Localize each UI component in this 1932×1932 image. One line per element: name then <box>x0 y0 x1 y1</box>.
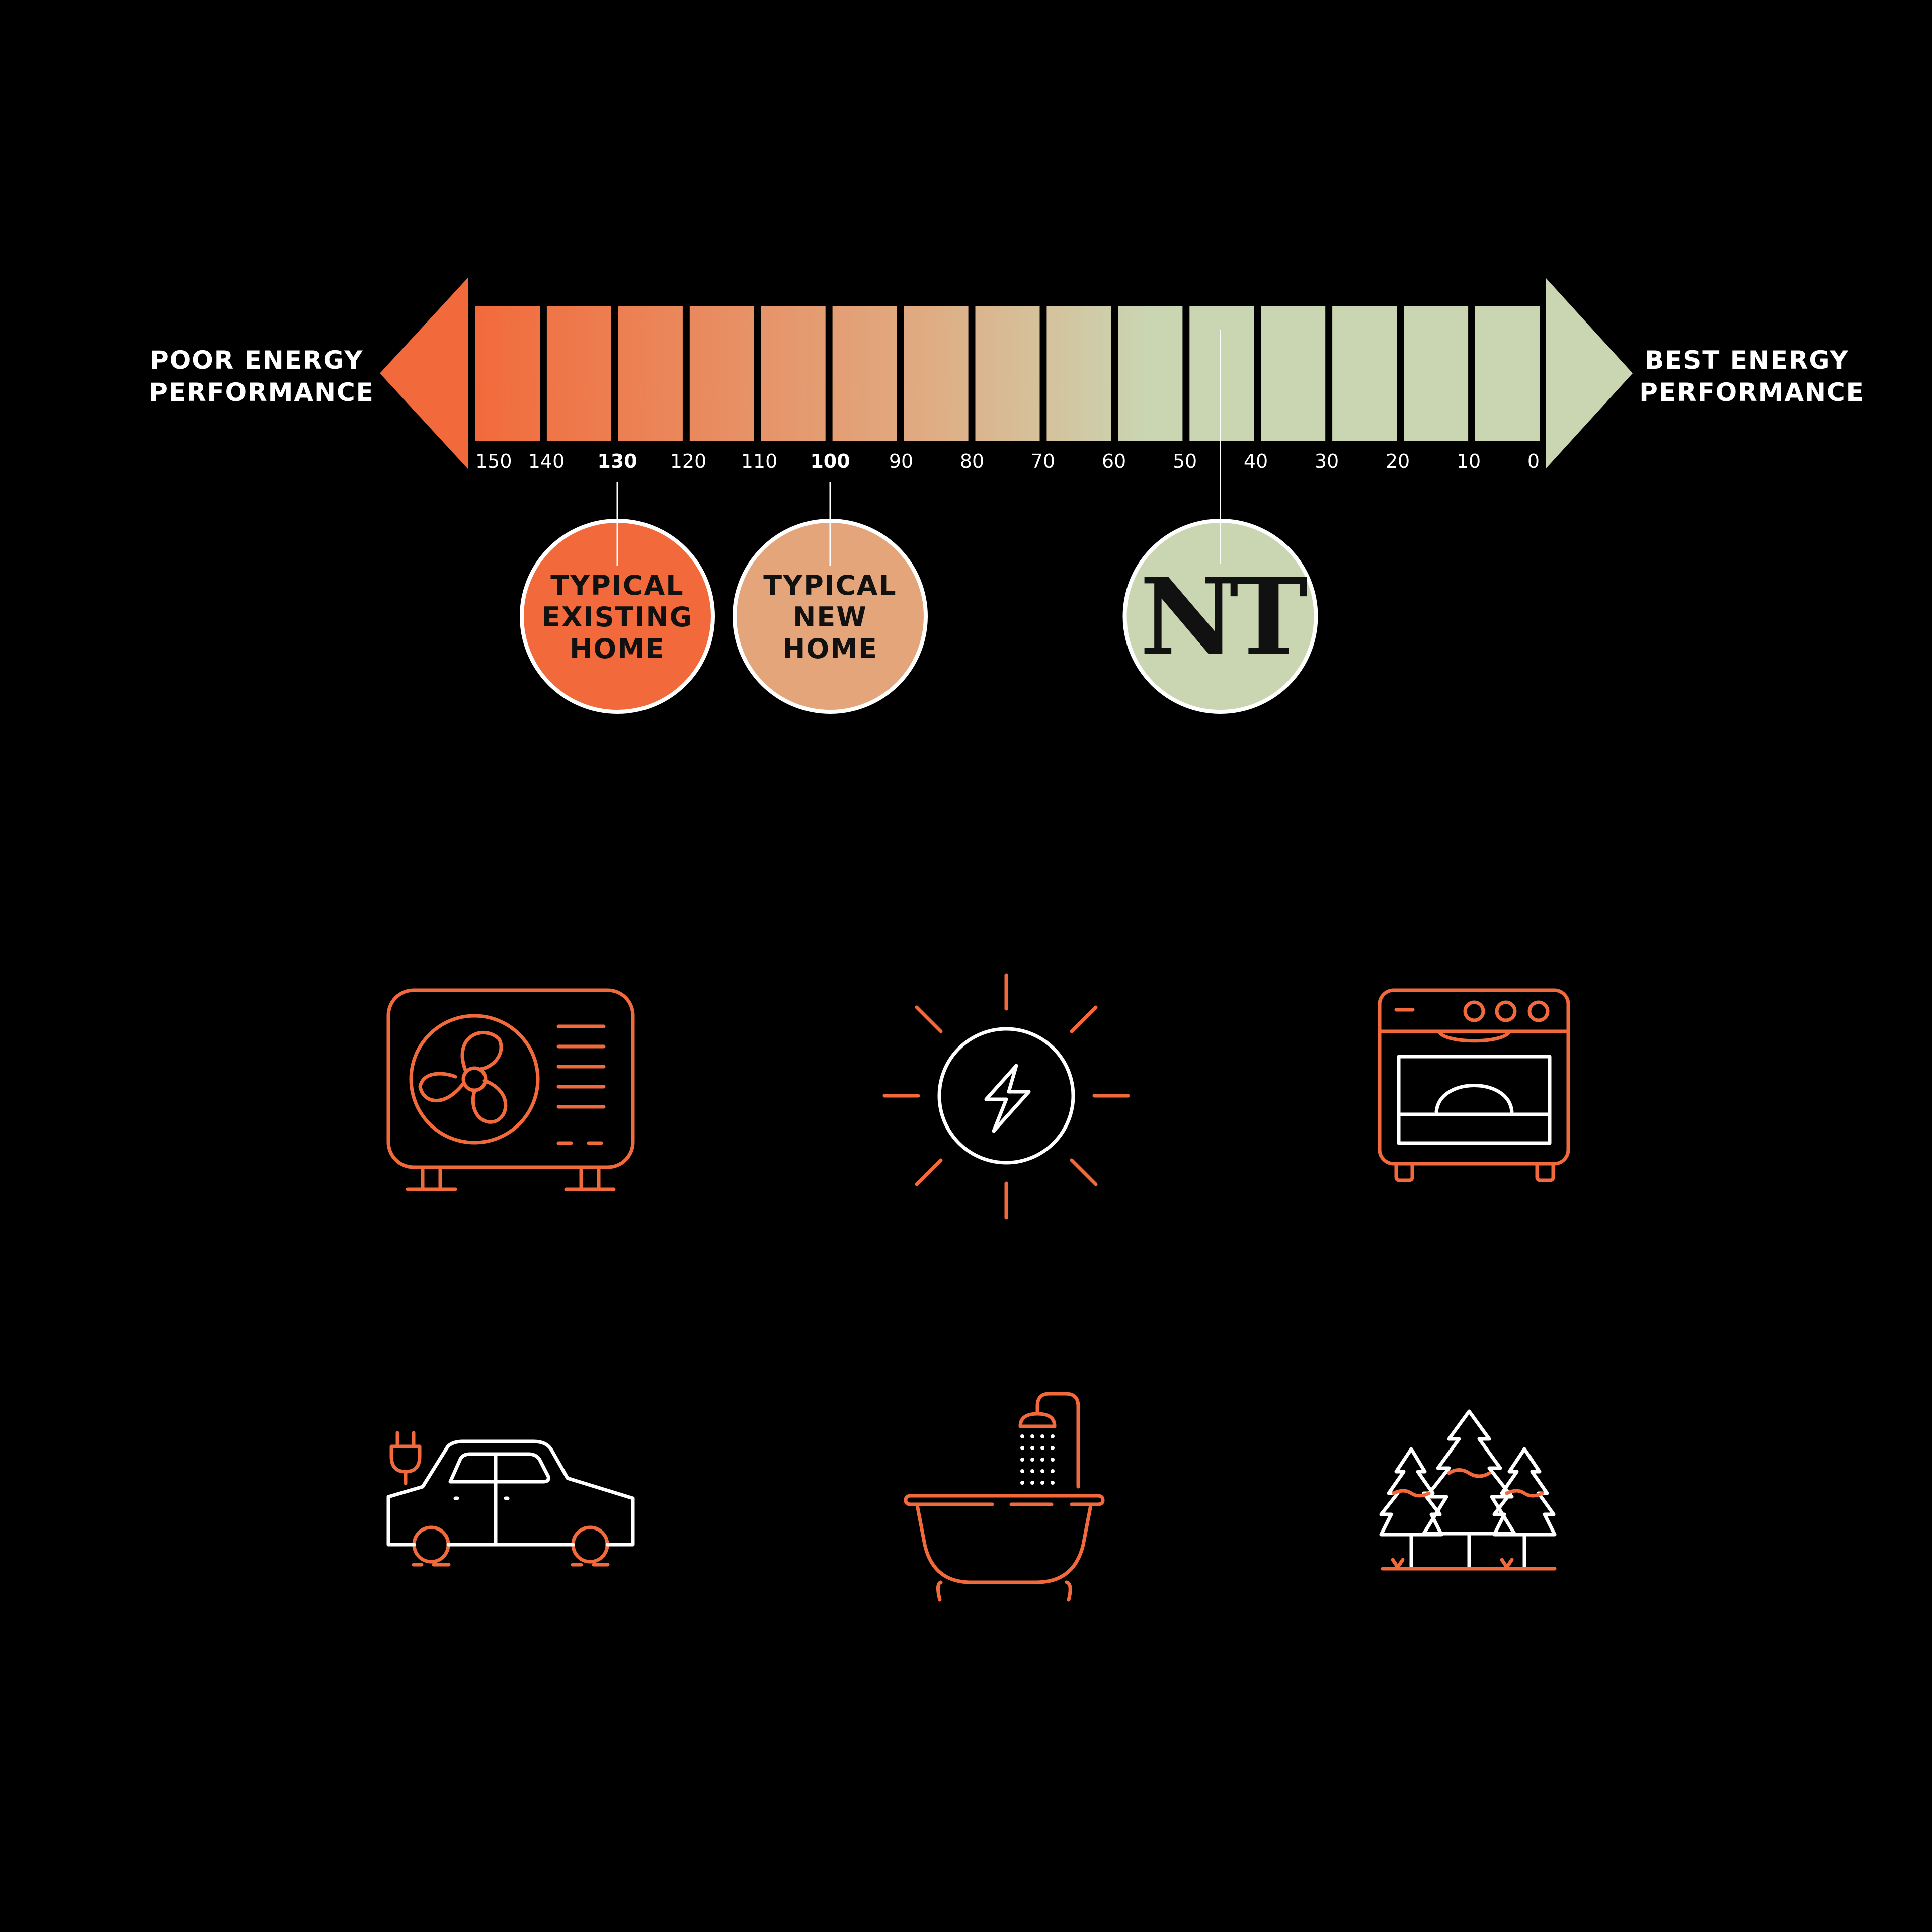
marker-label-line: HOME <box>782 633 878 665</box>
marker-label-line: NEW <box>793 601 867 633</box>
marker-label-line: TYPICAL <box>763 570 897 601</box>
nt-logo: NT <box>1140 555 1307 679</box>
scale-segment <box>1404 306 1469 441</box>
tick-label: 130 <box>597 450 637 472</box>
scale-segment <box>1261 306 1326 441</box>
best-label-line-1: BEST ENERGY <box>1645 346 1849 375</box>
scale-segments <box>475 306 1540 441</box>
tick-label: 20 <box>1386 450 1410 472</box>
scale-segment <box>1118 306 1183 441</box>
marker-nt: NT <box>1122 330 1318 714</box>
tick-label: 150 <box>475 450 512 472</box>
scale-segment <box>475 306 540 441</box>
best-label: BEST ENERGY PERFORMANCE <box>1639 346 1865 407</box>
scale-segment <box>975 306 1040 441</box>
shower-drops <box>1020 1434 1055 1485</box>
scale-segment <box>1189 306 1254 441</box>
tick-label: 60 <box>1102 450 1126 472</box>
bathtub-shower-icon <box>904 1392 1105 1602</box>
marker-label-line: EXISTING <box>542 601 693 633</box>
tick-label: 30 <box>1315 450 1339 472</box>
tick-label: 140 <box>528 450 565 472</box>
tick-label: 90 <box>889 450 913 472</box>
marker-label-line: HOME <box>570 633 665 665</box>
scale-segment <box>1046 306 1111 441</box>
marker-label-line: TYPICAL <box>550 570 684 601</box>
best-label-line-2: PERFORMANCE <box>1639 378 1865 407</box>
tick-label: 70 <box>1031 450 1055 472</box>
scale-segment <box>1475 306 1540 441</box>
tick-label: 120 <box>670 450 707 472</box>
scale-segment <box>904 306 969 441</box>
scale-segment <box>761 306 826 441</box>
forest-icon <box>1379 1409 1557 1571</box>
tick-label: 0 <box>1527 450 1540 472</box>
poor-arrow-head <box>380 278 468 469</box>
tick-label: 110 <box>741 450 778 472</box>
solar-power-icon <box>882 973 1130 1220</box>
heat-pump-icon <box>386 988 635 1191</box>
poor-label-line-1: POOR ENERGY <box>150 346 363 375</box>
tick-label: 50 <box>1173 450 1197 472</box>
tick-label: 10 <box>1457 450 1481 472</box>
tick-label: 100 <box>810 450 850 472</box>
electric-oven-icon <box>1378 988 1570 1182</box>
scale-segment <box>1332 306 1397 441</box>
best-arrow-head <box>1546 278 1633 469</box>
scale-segment <box>546 306 611 441</box>
electric-car-icon <box>386 1431 635 1567</box>
scale-segment <box>689 306 754 441</box>
poor-label: POOR ENERGY PERFORMANCE <box>149 346 374 407</box>
poor-label-line-2: PERFORMANCE <box>149 378 374 407</box>
tick-label: 80 <box>960 450 984 472</box>
tick-label: 40 <box>1244 450 1268 472</box>
scale-segment <box>618 306 683 441</box>
scale-segment <box>832 306 897 441</box>
